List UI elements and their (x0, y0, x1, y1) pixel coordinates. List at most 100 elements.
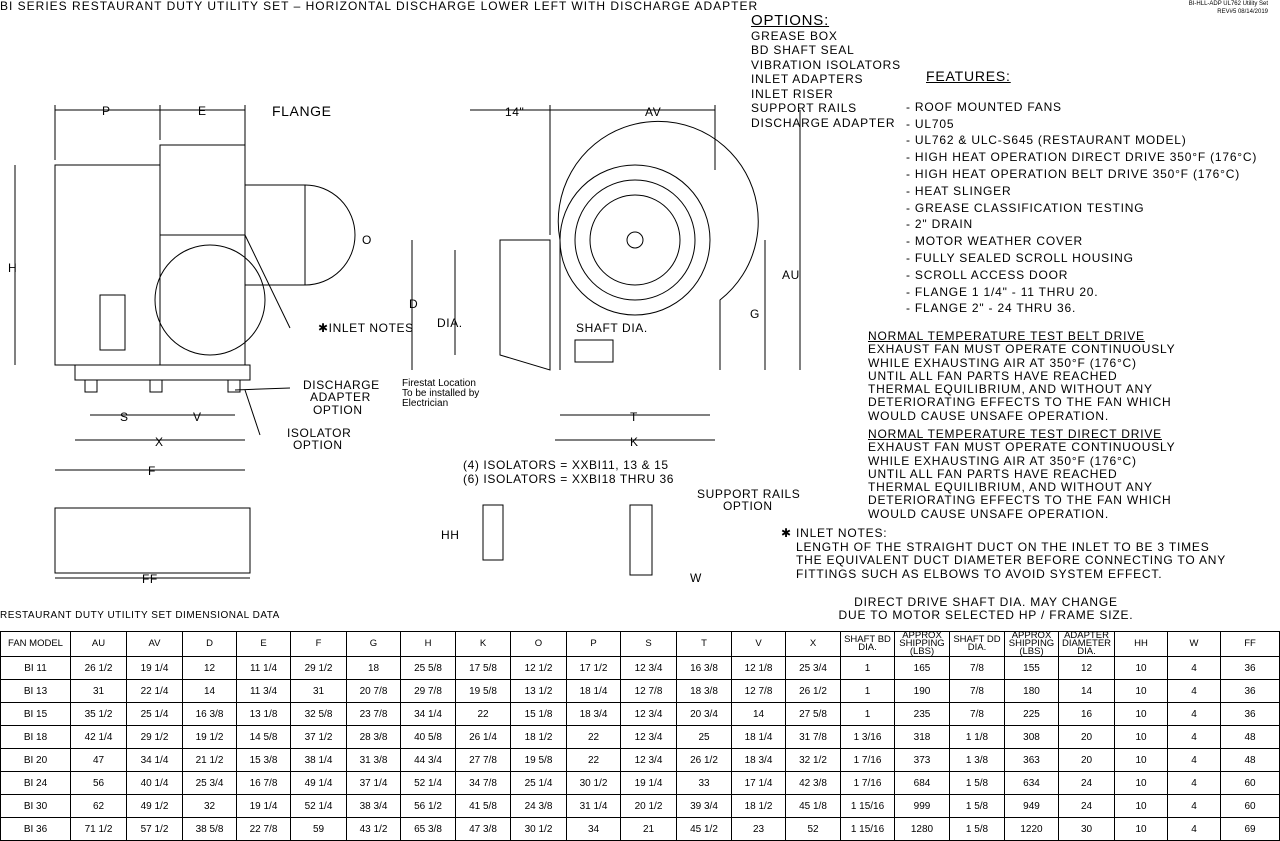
table-cell: 11 1/4 (236, 656, 291, 680)
table-cell: 52 1/4 (400, 771, 456, 795)
table-cell: 29 1/2 (126, 725, 183, 749)
table-cell: 65 3/8 (400, 817, 456, 841)
feature-item: - ROOF MOUNTED FANS (906, 99, 1062, 114)
table-cell: 24 (1058, 771, 1115, 795)
option-item: SUPPORT RAILS (751, 101, 857, 115)
table-cell: 12 1/8 (731, 656, 786, 680)
table-cell: 32 5/8 (290, 702, 347, 726)
label-discharge: ADAPTER (310, 390, 371, 404)
revision: REV#5 08/14/2019 (1217, 9, 1268, 15)
table-cell: 25 5/8 (400, 656, 456, 680)
option-item: DISCHARGE ADAPTER (751, 115, 896, 130)
table-cell: 4 (1167, 817, 1221, 841)
column-header: G (346, 631, 401, 657)
front-view (411, 105, 801, 576)
table-cell: 40 5/8 (400, 725, 456, 749)
table-cell: 48 (1220, 725, 1280, 749)
table-cell: 18 3/4 (731, 748, 786, 772)
option-item: BD SHAFT SEAL (751, 43, 855, 57)
table-cell: 44 3/4 (400, 748, 456, 772)
table-cell: 13 1/2 (510, 679, 567, 703)
table-cell: 62 (70, 794, 127, 818)
dim-FF: FF (142, 572, 158, 586)
note-line: THERMAL EQUILIBRIUM, AND WITHOUT ANY (868, 480, 1153, 495)
table-cell: 308 (1004, 725, 1059, 749)
table-cell: 26 1/2 (676, 748, 732, 772)
dim-AV: AV (645, 105, 661, 119)
inlet-notes-heading: ✱ INLET NOTES: (781, 526, 888, 540)
table-cell: 225 (1004, 702, 1059, 726)
table-cell: 12 7/8 (731, 679, 786, 703)
table-cell: 29 7/8 (400, 679, 456, 703)
table-cell: 17 1/2 (566, 656, 621, 680)
feature-item: - MOTOR WEATHER COVER (906, 234, 1084, 249)
table-cell: 71 1/2 (70, 817, 127, 841)
dim-F: F (148, 464, 156, 478)
table-cell: 12 3/4 (620, 748, 677, 772)
table-cell: 15 1/8 (510, 702, 567, 726)
table-cell: 999 (894, 794, 950, 818)
table-cell: 13 1/8 (236, 702, 291, 726)
table-cell: 42 3/8 (785, 771, 841, 795)
table-cell: 1 (840, 679, 895, 703)
table-cell: 22 7/8 (236, 817, 291, 841)
label-isolator: OPTION (293, 438, 343, 452)
table-cell: 45 1/2 (676, 817, 732, 841)
table-cell: 23 (731, 817, 786, 841)
note-line: WOULD CAUSE UNSAFE OPERATION. (868, 506, 1110, 521)
dim-X: X (155, 435, 164, 449)
dim-14: 14" (505, 105, 524, 119)
table-cell: 1 15/16 (840, 794, 895, 818)
column-header: D (182, 631, 237, 657)
label-flange: FLANGE (272, 103, 332, 119)
table-cell: BI 36 (0, 817, 71, 841)
dim-W: W (690, 571, 702, 585)
column-header: S (620, 631, 677, 657)
table-cell: 36 (1220, 679, 1280, 703)
table-cell: 18 3/4 (566, 702, 621, 726)
table-cell: 69 (1220, 817, 1280, 841)
dim-AU: AU (782, 268, 800, 282)
table-cell: 30 1/2 (566, 771, 621, 795)
dim-DIA: DIA. (437, 316, 463, 330)
dim-O: O (362, 233, 372, 247)
feature-item: - HIGH HEAT OPERATION BELT DRIVE 350°F (… (906, 166, 1241, 181)
table-cell: 25 1/4 (126, 702, 183, 726)
table-cell: 10 (1114, 794, 1168, 818)
dim-H: H (8, 261, 17, 275)
table-cell: 26 1/2 (70, 656, 127, 680)
label-firestat: Electrician (402, 398, 448, 409)
table-cell: 31 (70, 679, 127, 703)
table-cell: 24 (1058, 794, 1115, 818)
belt-drive-note: NORMAL TEMPERATURE TEST BELT DRIVE EXHAU… (868, 329, 1175, 423)
table-cell: 373 (894, 748, 950, 772)
table-cell: 1 5/8 (949, 771, 1005, 795)
table-cell: 60 (1220, 794, 1280, 818)
table-cell: BI 13 (0, 679, 71, 703)
column-header: V (731, 631, 786, 657)
table-cell: 34 (566, 817, 621, 841)
drawing-labels: P E FLANGE H O ✱INLET NOTES DISCHARGE AD… (8, 103, 800, 586)
table-cell: 18 1/2 (510, 725, 567, 749)
table-cell: 165 (894, 656, 950, 680)
dim-P: P (102, 104, 111, 118)
options-heading: OPTIONS: (751, 12, 830, 29)
table-cell: 34 1/4 (126, 748, 183, 772)
table-cell: 1 3/8 (949, 748, 1005, 772)
table-cell: 634 (1004, 771, 1059, 795)
column-header: FAN MODEL (0, 631, 71, 657)
table-cell: 34 1/4 (400, 702, 456, 726)
column-header: AV (126, 631, 183, 657)
direct-drive-note: NORMAL TEMPERATURE TEST DIRECT DRIVE EXH… (868, 427, 1175, 521)
table-cell: 49 1/4 (290, 771, 347, 795)
table-cell: 30 1/2 (510, 817, 567, 841)
table-cell: 12 3/4 (620, 656, 677, 680)
table-cell: BI 20 (0, 748, 71, 772)
direct-note-heading: NORMAL TEMPERATURE TEST DIRECT DRIVE (868, 427, 1162, 441)
table-cell: 43 1/2 (346, 817, 401, 841)
table-cell: 31 7/8 (785, 725, 841, 749)
table-cell: 7/8 (949, 656, 1005, 680)
